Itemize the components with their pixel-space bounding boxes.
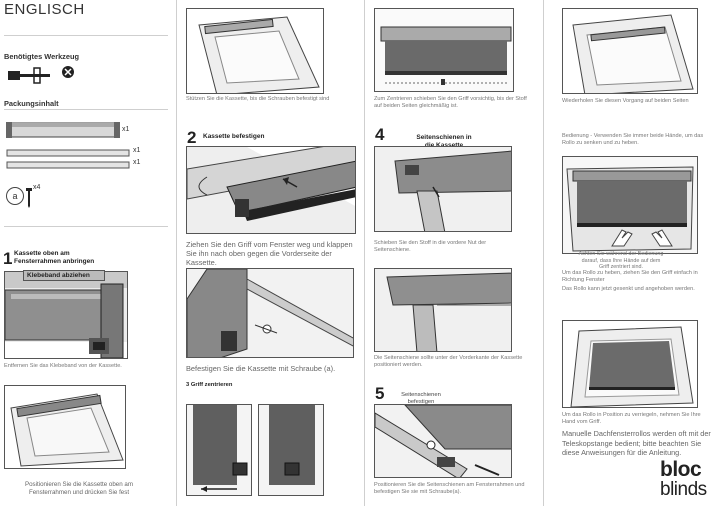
side-rail-qty: x1: [133, 147, 141, 154]
cassette-part: [6, 120, 120, 140]
step4-illustration: [374, 146, 512, 232]
divider: [4, 109, 168, 110]
screw-icon: [26, 188, 32, 208]
step4-caption: Schieben Sie den Stoff in die vordere Nu…: [374, 240, 487, 253]
divider: [4, 35, 168, 36]
centering-illustration: [374, 8, 514, 92]
operation-text: Bedienung - Verwenden Sie immer beide Hä…: [562, 133, 704, 146]
step-title: Kassette oben am Fensterrahmen anbringen: [14, 250, 95, 265]
side-rail-qty: x1: [133, 159, 141, 166]
side-rail-part: [6, 161, 130, 169]
step2-illustration: [186, 146, 356, 234]
step1b-caption: Positionieren Sie die Kassette oben am F…: [24, 481, 133, 496]
screw-illustration: [186, 268, 354, 358]
step-title: Seitenschienen befestigen: [401, 392, 441, 405]
screw-qty: x4: [33, 184, 41, 191]
rail-caption: Die Seitenschiene sollte unter der Vorde…: [374, 355, 523, 368]
step1-caption: Entfernen Sie das Klebeband von der Kass…: [4, 363, 122, 369]
position-caption: Das Rollo kann jetzt gesenkt und angehob…: [562, 286, 695, 292]
step-title: 3 Griff zentrieren: [186, 382, 233, 388]
tools-heading: Benötigtes Werkzeug: [4, 52, 80, 61]
step-number: 1: [3, 249, 13, 268]
support-illustration: [186, 8, 324, 94]
step-number: 4: [375, 125, 385, 144]
repeat-illustration: [562, 8, 698, 94]
support-caption: Stützen Sie die Kassette, bis die Schrau…: [186, 96, 330, 102]
hand-icon: [610, 222, 636, 248]
tools-illustration: [6, 64, 78, 86]
language-title: ENGLISCH: [4, 1, 85, 18]
repeat-caption: Wiederholen Sie diesen Vorgang auf beide…: [562, 98, 689, 104]
step2-text: Ziehen Sie den Griff vom Fenster weg und…: [186, 240, 353, 267]
step1-illustration: [4, 271, 128, 359]
centering-caption: Zum Zentrieren schieben Sie den Griff vo…: [374, 96, 527, 109]
lock-caption: Um das Rollo in Position zu verriegeln, …: [562, 412, 701, 425]
center-before-illustration: [186, 404, 252, 496]
step-number: 2: [187, 128, 197, 147]
operation-illustration: [562, 156, 698, 254]
pole-text: Manuelle Dachfensterrollos werden oft mi…: [562, 429, 711, 457]
center-after-illustration: [258, 404, 324, 496]
panel-label: Klebeband abziehen: [27, 272, 90, 279]
brand-logo-blinds: blinds: [660, 479, 707, 500]
release-caption: Um das Rollo zu heben, ziehen Sie den Gr…: [562, 270, 698, 283]
package-heading: Packungsinhalt: [4, 99, 59, 108]
column-divider: [364, 0, 365, 506]
hand-icon: [648, 222, 674, 248]
divider: [4, 226, 168, 227]
phillips-bit-icon: [62, 66, 74, 78]
step5-illustration: [374, 404, 512, 478]
step1b-illustration: [4, 385, 126, 469]
side-rail-part: [6, 149, 130, 157]
tape-label-box: [23, 270, 105, 281]
screw-label: a: [6, 187, 24, 205]
step-title: Kassette befestigen: [203, 133, 265, 140]
brand-logo-bloc: bloc: [660, 458, 702, 481]
cassette-qty: x1: [122, 126, 130, 133]
rail-illustration: [374, 268, 512, 352]
pull-caption: Achten Sie während der Bedienung darauf,…: [578, 251, 664, 270]
screw-text: Befestigen Sie die Kassette mit Schraube…: [186, 364, 336, 373]
column-divider: [176, 0, 177, 506]
step5-caption: Positionieren Sie die Seitenschienen am …: [374, 482, 525, 495]
step-number: 5: [375, 384, 385, 403]
screwdriver-icon: [8, 67, 50, 84]
column-divider: [543, 0, 544, 506]
lock-illustration: [562, 320, 698, 408]
